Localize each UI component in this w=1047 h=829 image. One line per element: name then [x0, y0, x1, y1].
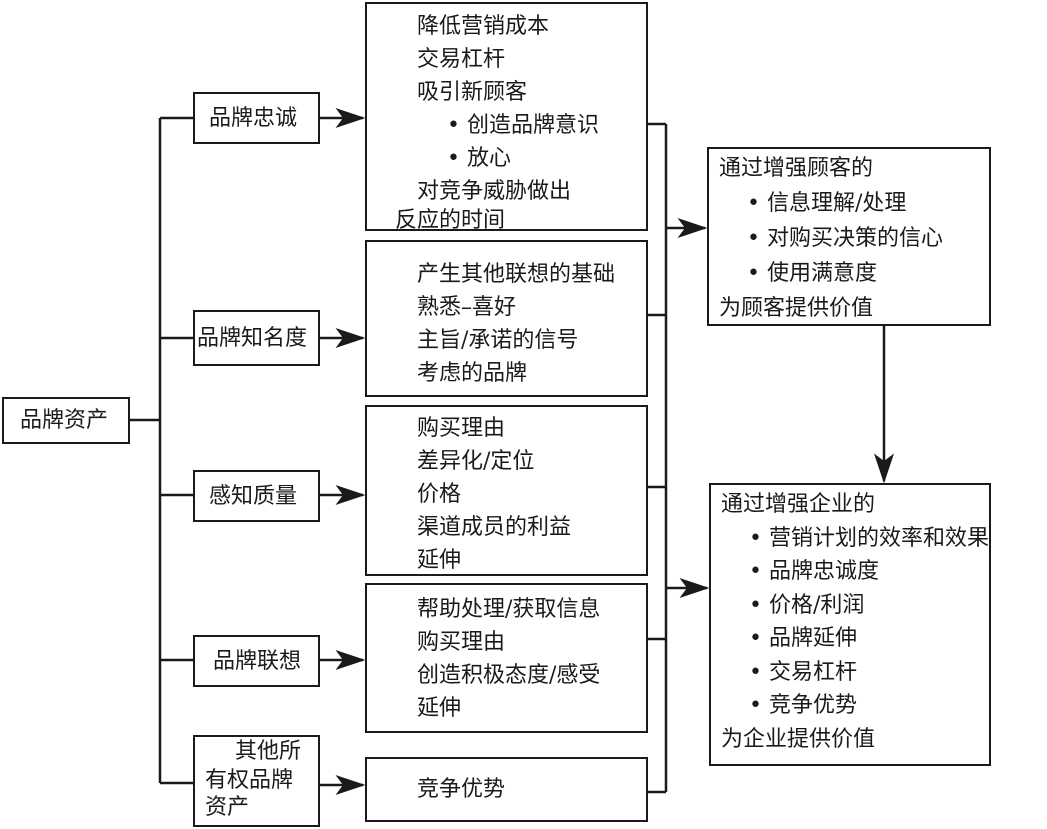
- dimension-brand-loyalty: 品牌忠诚: [193, 92, 320, 144]
- benefits-brand-loyalty: 降低营销成本 交易杠杆 吸引新顾客 • 创造品牌意识 • 放心 对竞争威胁做出 …: [365, 2, 648, 233]
- dimension-brand-awareness: 品牌知名度: [193, 310, 320, 366]
- dimension-brand-associations: 品牌联想: [193, 635, 320, 687]
- benefits-perceived-quality: 购买理由 差异化/定位 价格 渠道成员的利益 延伸: [365, 405, 648, 576]
- root-box: 品牌资产: [2, 397, 130, 444]
- dimension-perceived-quality: 感知质量: [193, 470, 320, 522]
- firm-value-box: 通过增强企业的 • 营销计划的效率和效果 • 品牌忠诚度 • 价格/利润 • 品…: [709, 483, 991, 766]
- dimension-other-assets: 其他所 有权品牌 资产: [193, 735, 320, 827]
- benefits-other-assets: 竞争优势: [365, 757, 648, 822]
- benefits-brand-associations: 帮助处理/获取信息 购买理由 创造积极态度/感受 延伸: [365, 583, 648, 733]
- benefits-brand-awareness: 产生其他联想的基础 熟悉–喜好 主旨/承诺的信号 考虑的品牌: [365, 240, 648, 397]
- customer-value-box: 通过增强顾客的 • 信息理解/处理 • 对购买决策的信心 • 使用满意度 为顾客…: [707, 147, 991, 326]
